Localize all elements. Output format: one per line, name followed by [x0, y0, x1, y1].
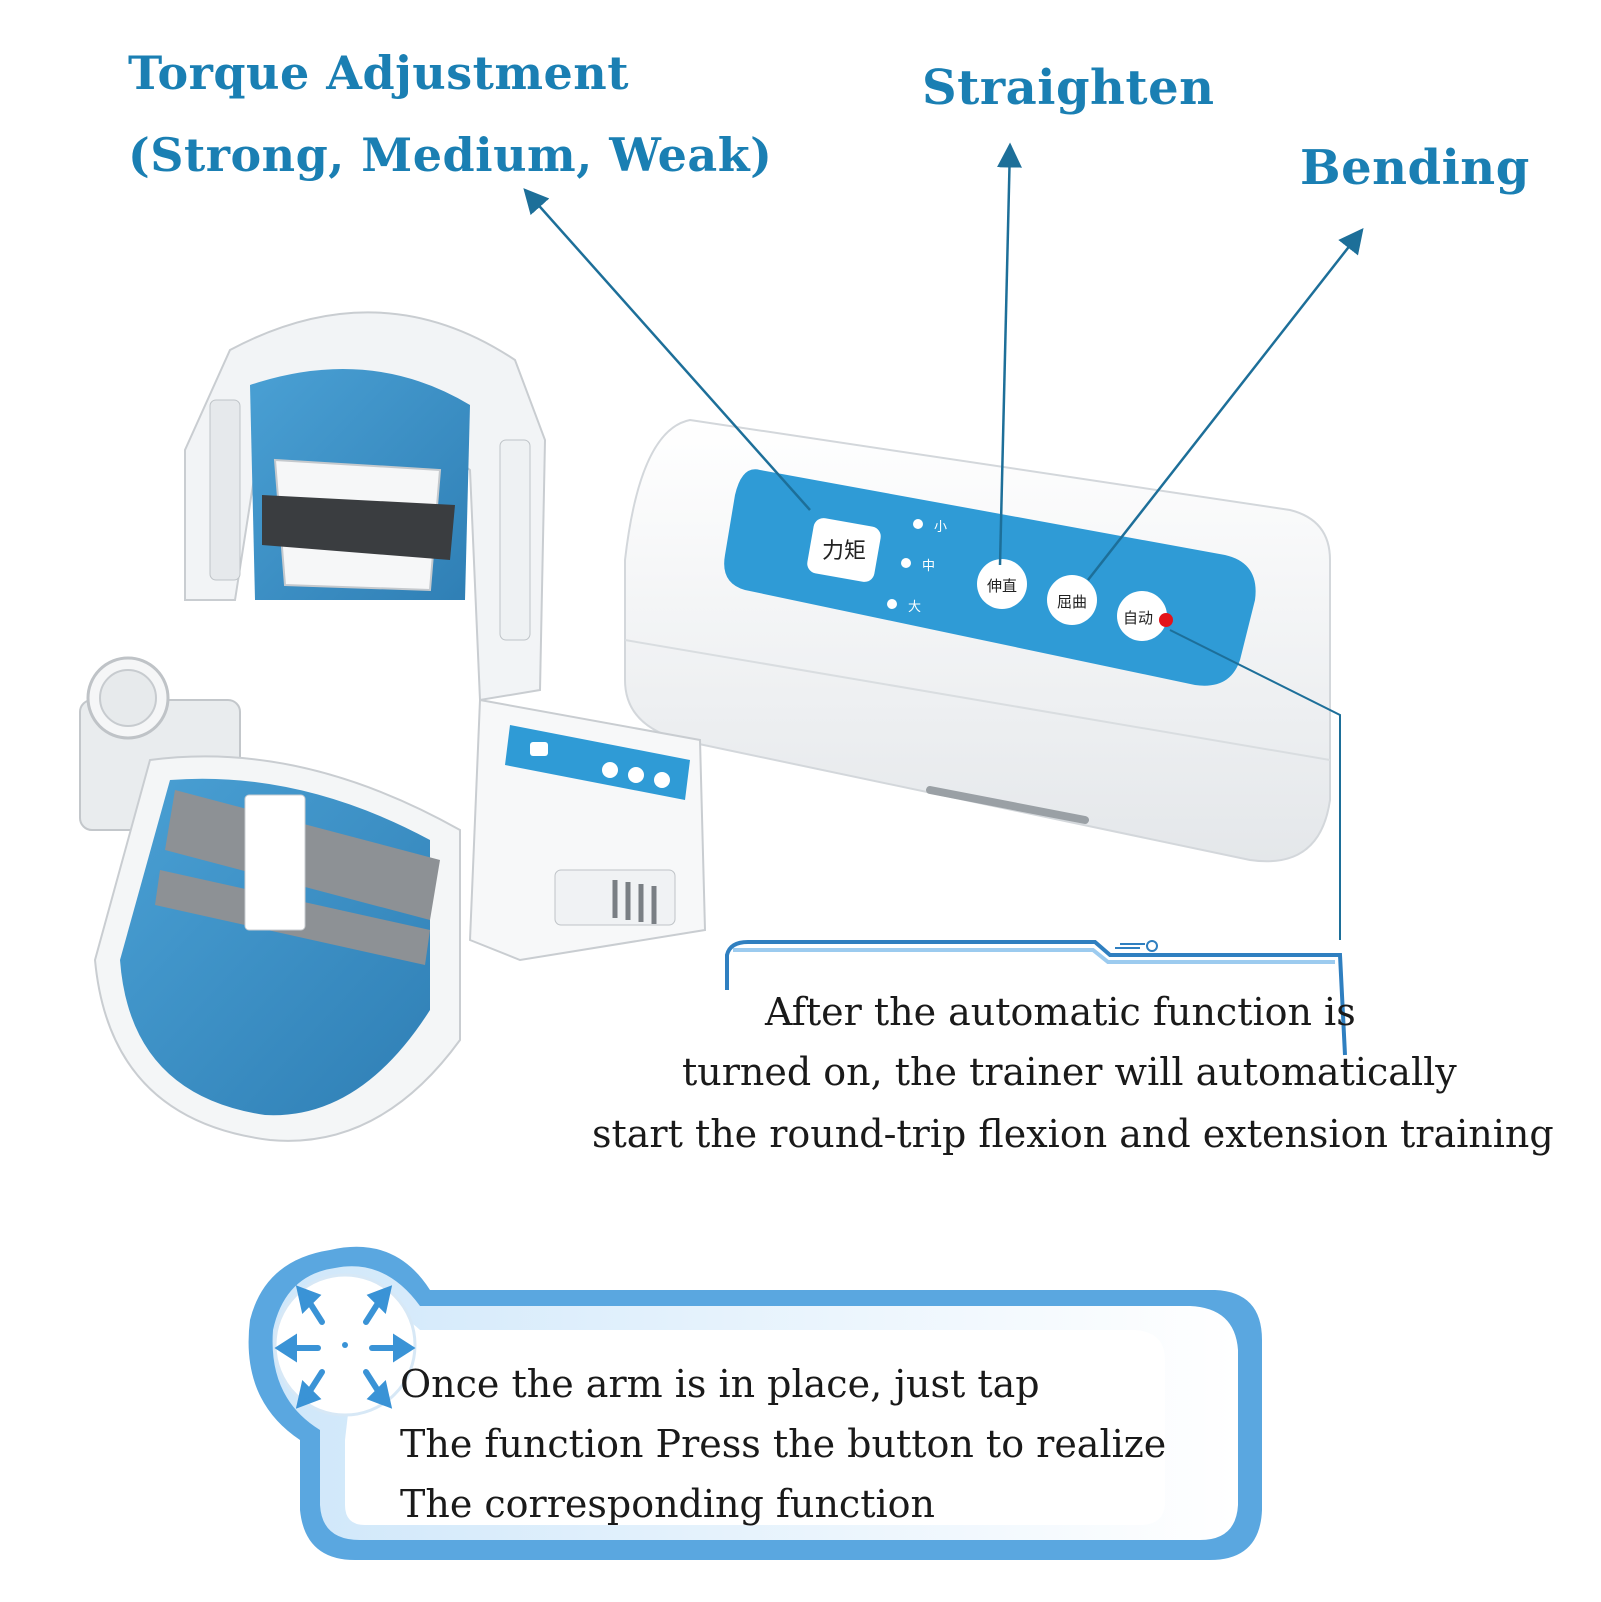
auto-note-line-2: turned on, the trainer will automaticall…: [682, 1050, 1457, 1094]
svg-text:中: 中: [922, 559, 935, 574]
auto-leader-line: [1169, 629, 1341, 940]
straighten-arrow: [996, 142, 1022, 566]
control-unit: [624, 418, 1331, 863]
tap-note-line-3: The corresponding function: [400, 1482, 935, 1526]
bending-label: Bending: [1300, 140, 1530, 196]
bending-arrow: [1087, 228, 1364, 581]
svg-text:屈曲: 屈曲: [1057, 593, 1087, 611]
svg-text:力矩: 力矩: [822, 539, 866, 564]
straighten-label: Straighten: [922, 60, 1215, 116]
svg-text:伸直: 伸直: [987, 577, 1017, 595]
torque-arrow: [523, 188, 811, 511]
auto-note-line-1: After the automatic function is: [765, 990, 1356, 1034]
arrows-expand-icon: [274, 1285, 416, 1409]
torque-button[interactable]: 力矩: [806, 517, 883, 584]
auto-note-frame: [725, 940, 1347, 1056]
svg-text:自动: 自动: [1123, 609, 1153, 627]
auto-button[interactable]: 自动: [1117, 591, 1173, 641]
tap-note-line-1: Once the arm is in place, just tap: [400, 1362, 1040, 1406]
auto-note-line-3: start the round-trip flexion and extensi…: [592, 1112, 1554, 1156]
straighten-button[interactable]: 伸直: [977, 559, 1027, 609]
orthosis-device: [79, 311, 707, 1142]
torque-level-indicators: 小 中 大: [887, 519, 947, 615]
svg-text:大: 大: [908, 600, 921, 615]
bending-button[interactable]: 屈曲: [1047, 575, 1097, 625]
torque-adjustment-label: Torque Adjustment: [128, 46, 629, 100]
auto-indicator-light: [1159, 613, 1173, 627]
tap-note-line-2: The function Press the button to realize: [400, 1422, 1167, 1466]
svg-text:小: 小: [934, 520, 947, 535]
torque-levels-label: (Strong, Medium, Weak): [128, 128, 773, 182]
